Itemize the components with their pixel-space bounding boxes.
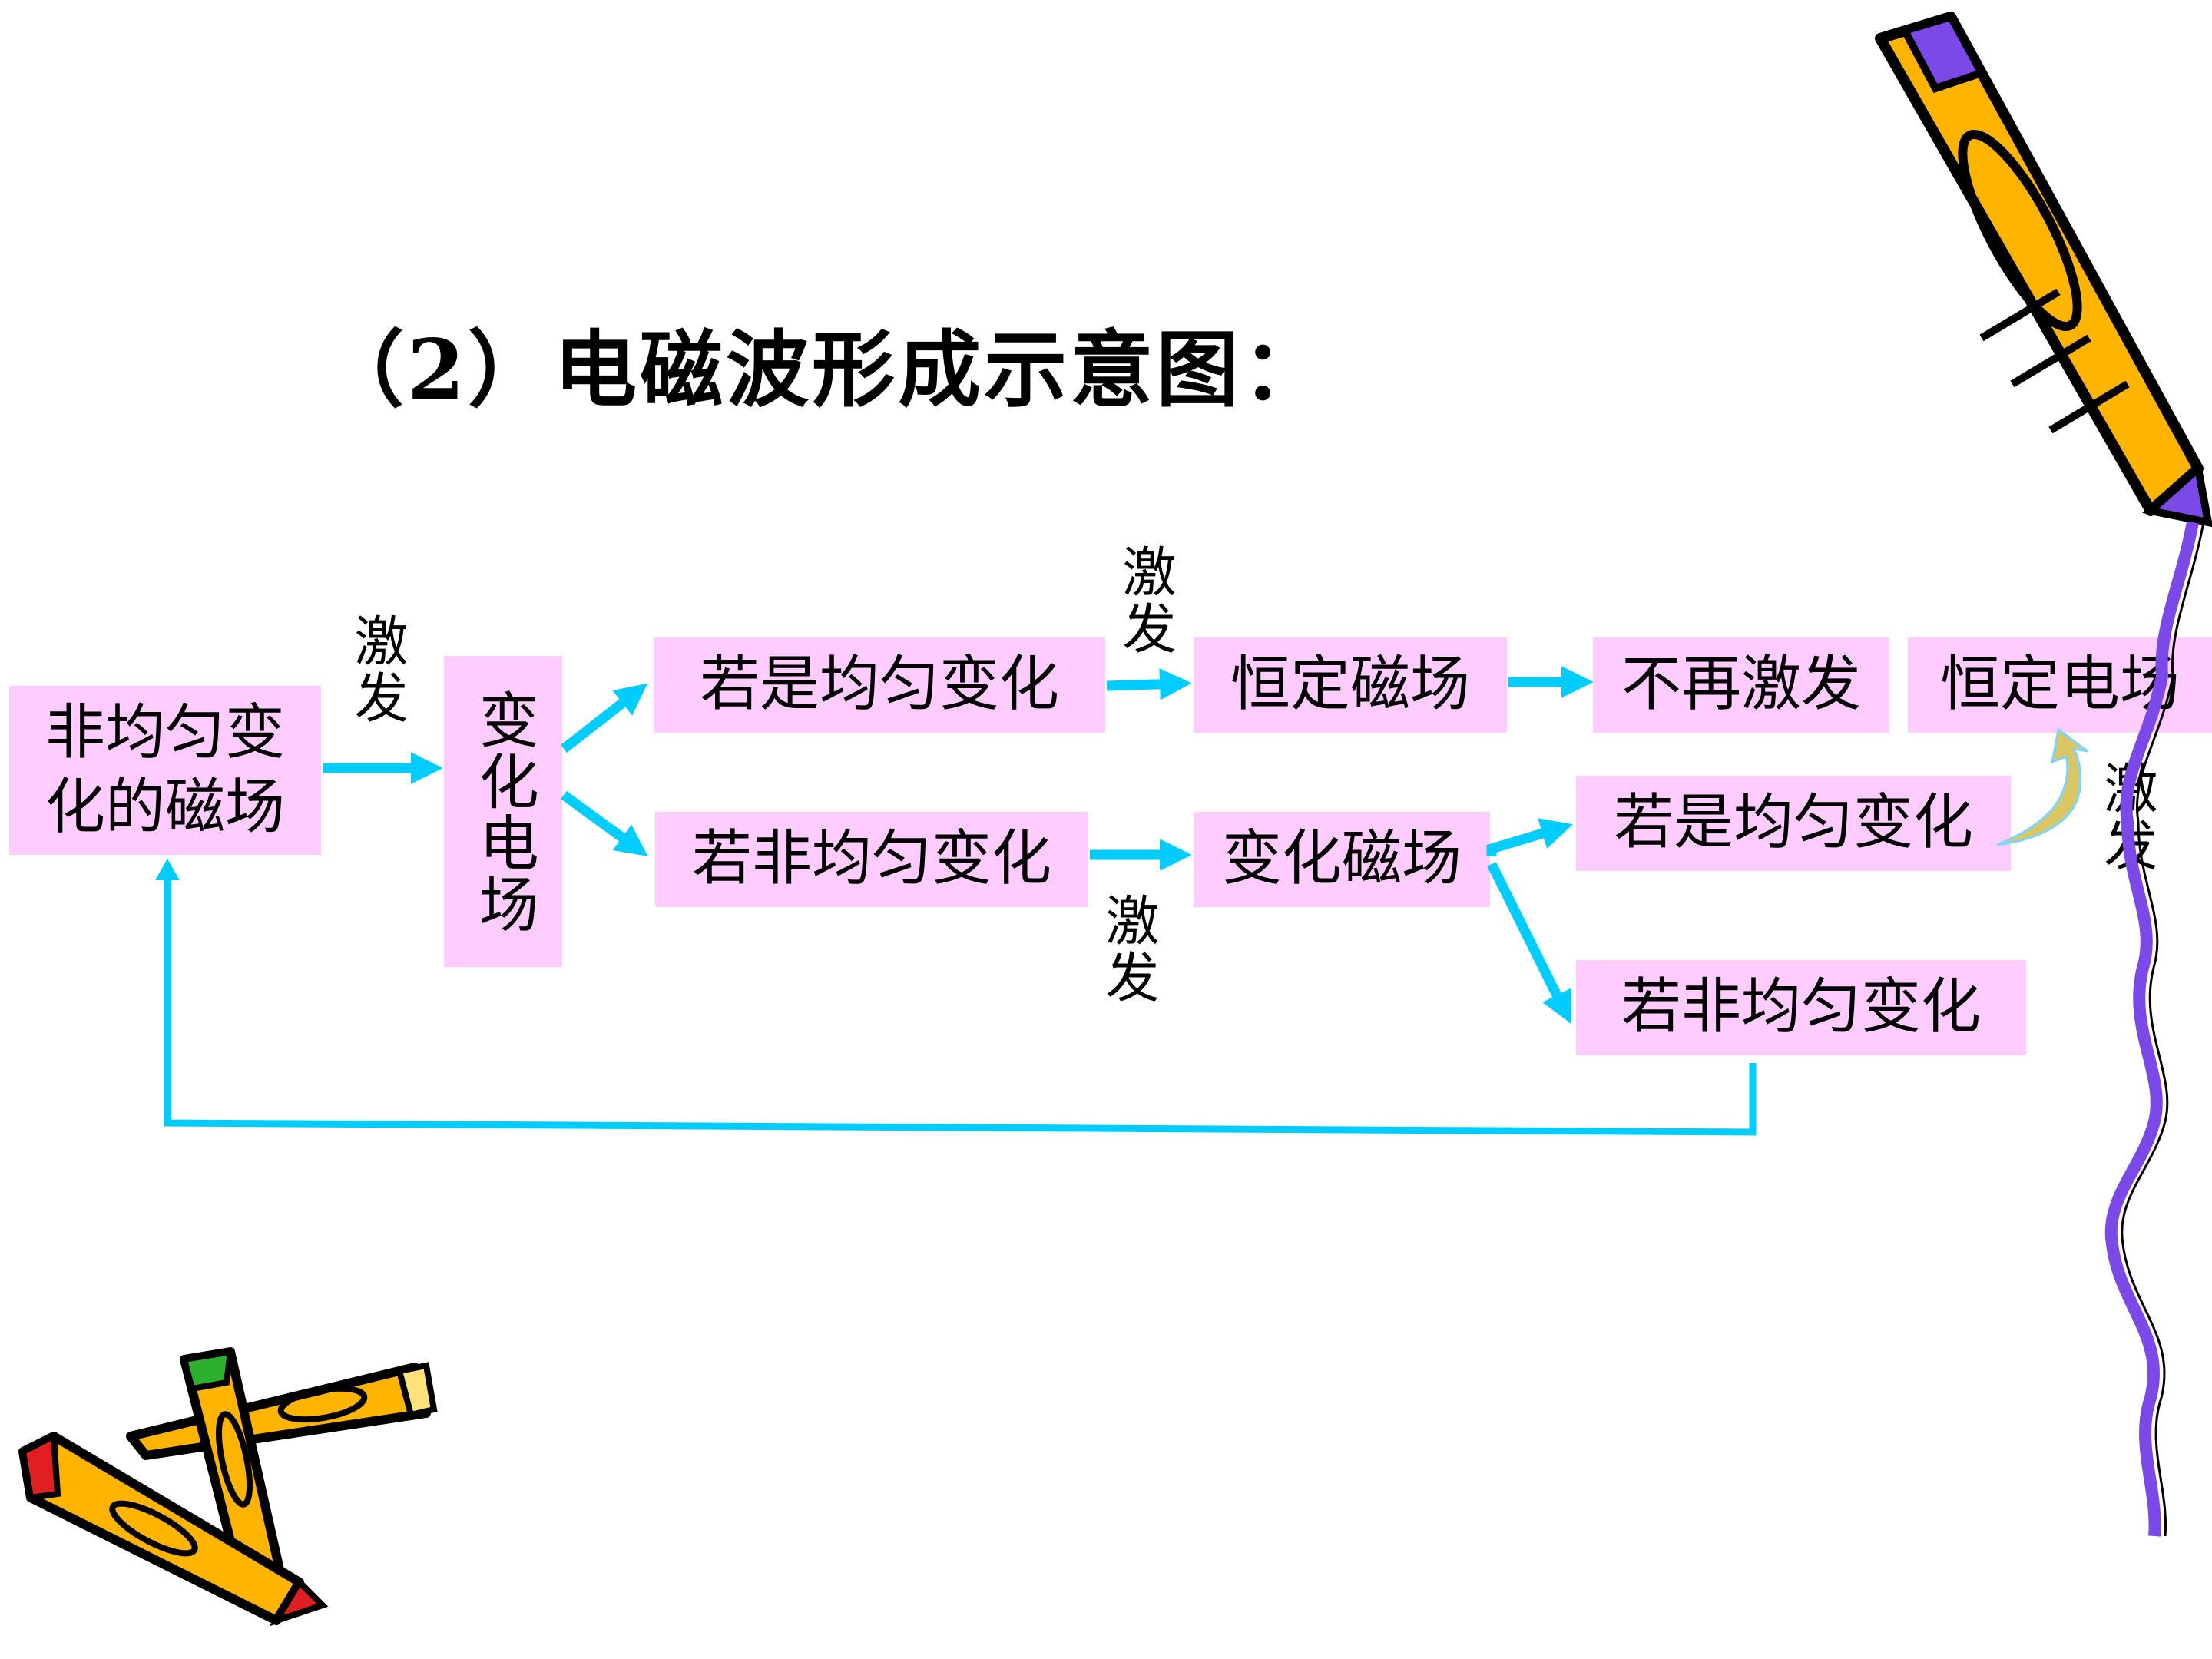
node-no-longer-excite: 不再激发 [1593,637,1889,733]
node-label: 变化磁场 [1221,824,1462,894]
arrow [561,790,648,856]
arrow [1106,668,1192,700]
node-label: 非均匀变化的磁场 [45,697,285,843]
node-label: 恒定磁场 [1230,650,1470,720]
node-changing-magnetic-field: 变化磁场 [1194,812,1490,907]
excite-label: 激发 [1097,892,1160,1006]
node-label: 若非均匀变化 [691,824,1051,894]
node-label: 恒定电场 [1939,650,2180,720]
page-title: （2）电磁波形成示意图： [321,322,1329,419]
node-label: 若是均匀变化 [699,650,1059,720]
node-if-nonuniform-bottom: 若非均匀变化 [1576,960,2026,1055]
node-changing-electric-field: 变化电场 [444,656,562,967]
node-label: 变化电场 [469,688,538,935]
node-if-nonuniform-mid: 若非均匀变化 [655,812,1088,907]
node-label: 若是均匀变化 [1613,788,1973,858]
curved-arrow [1996,727,2088,846]
node-label: 若非均匀变化 [1621,972,1981,1042]
node-nonuniform-magnetic-field: 非均匀变化的磁场 [9,686,321,855]
excite-label: 激发 [1114,544,1177,657]
arrow [560,683,648,753]
node-if-uniform-right: 若是均匀变化 [1576,776,2011,871]
arrow [155,859,180,880]
feedback-line [164,874,1757,1136]
excite-label: 激发 [346,613,409,727]
arrow [1486,818,1573,856]
node-label: 不再激发 [1621,650,1861,720]
node-if-uniform-top: 若是均匀变化 [654,637,1105,733]
node-constant-magnetic-field: 恒定磁场 [1194,637,1507,733]
arrow [1487,862,1571,1024]
